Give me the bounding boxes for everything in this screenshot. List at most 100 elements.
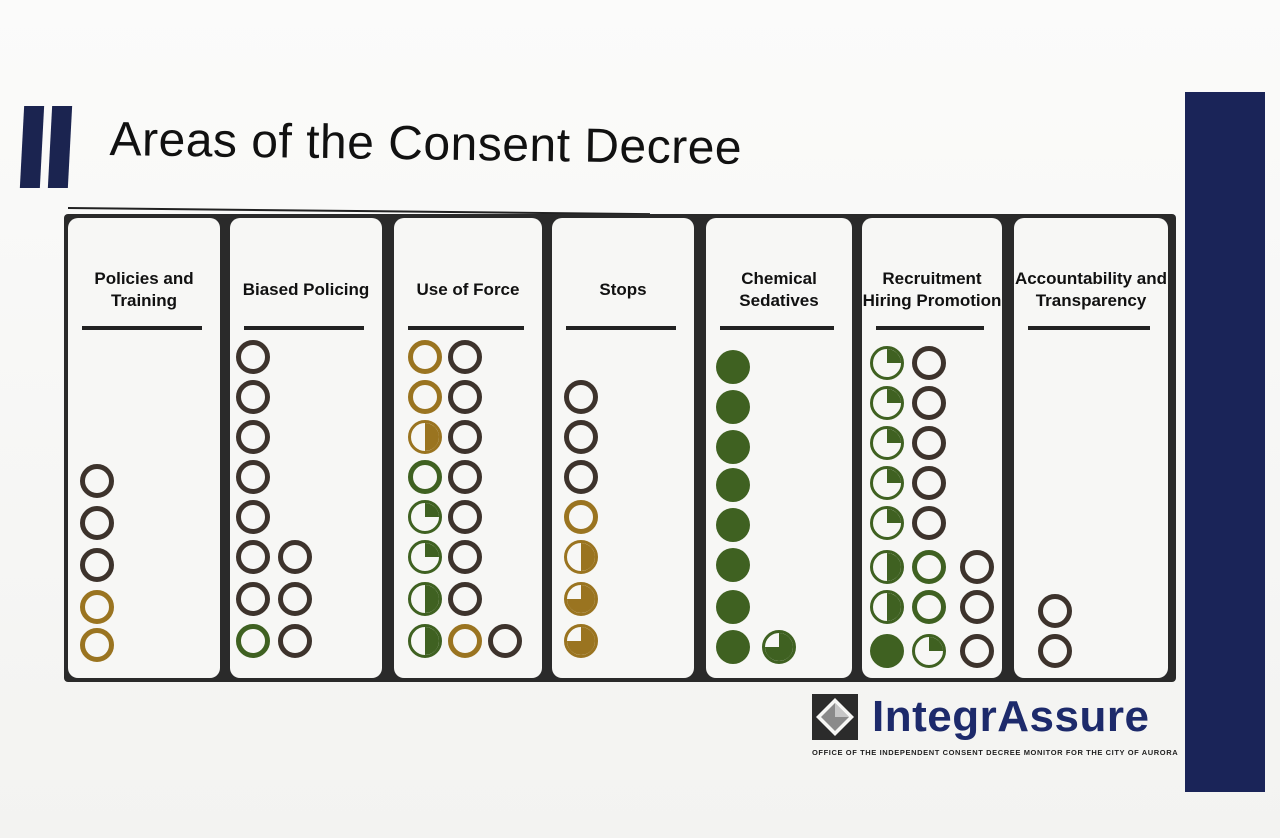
status-full-green-icon [716,508,750,542]
accent-bars-icon [19,106,73,188]
heading-rule [244,326,364,330]
status-ring-icon [236,420,270,454]
status-half-gold-icon [564,540,598,574]
heading-rule [82,326,202,330]
status-ring-icon [960,590,994,624]
status-ring-icon [912,386,946,420]
area-heading: Use of Force [416,280,520,299]
logo-tagline: OFFICE OF THE INDEPENDENT CONSENT DECREE… [812,748,1179,757]
area-column: Stops [552,218,694,678]
status-ring-gold-icon [408,340,442,374]
status-ring-gold-icon [448,624,482,658]
status-ring-gold-icon [80,590,114,624]
status-ring-icon [912,506,946,540]
status-half-green-icon [870,550,904,584]
status-ring-icon [960,634,994,668]
status-ring-gold-icon [408,380,442,414]
status-quarter-green-icon [912,634,946,668]
status-ring-icon [448,500,482,534]
area-column: Chemical Sedatives [706,218,852,678]
status-ring-icon [236,582,270,616]
diamond-logo-icon [812,694,858,740]
status-full-green-icon [716,468,750,502]
heading-rule [566,326,676,330]
status-quarter-green-icon [870,466,904,500]
status-half-green-icon [870,590,904,624]
status-ring-icon [1038,634,1072,668]
status-ring-icon [448,540,482,574]
status-ring-green-icon [408,460,442,494]
status-ring-green-icon [912,550,946,584]
status-quarter-green-icon [408,540,442,574]
status-half-gold-icon [408,420,442,454]
status-ring-gold-icon [80,628,114,662]
status-half-green-icon [408,582,442,616]
status-ring-icon [236,340,270,374]
status-quarter-green-icon [408,500,442,534]
status-three-quarter-green-icon [762,630,796,664]
status-quarter-green-icon [870,346,904,380]
status-ring-icon [448,380,482,414]
area-heading: Accountability and Transparency [1014,269,1168,310]
status-quarter-green-icon [870,426,904,460]
status-ring-icon [236,540,270,574]
status-ring-icon [912,466,946,500]
status-full-green-icon [716,590,750,624]
area-column: Recruitment Hiring Promotion [862,218,1002,678]
status-ring-icon [1038,594,1072,628]
status-three-quarter-gold-icon [564,624,598,658]
status-ring-icon [236,380,270,414]
status-ring-icon [564,460,598,494]
status-ring-gold-icon [564,500,598,534]
area-heading: Stops [599,280,647,299]
status-ring-icon [960,550,994,584]
status-full-green-icon [716,630,750,664]
status-ring-icon [448,582,482,616]
side-band [1185,92,1265,792]
decree-board: Policies and Training Biased Policing Use … [64,214,1176,682]
status-ring-icon [278,540,312,574]
heading-rule [1028,326,1150,330]
status-ring-icon [278,582,312,616]
status-full-green-icon [870,634,904,668]
heading-rule [408,326,524,330]
status-ring-icon [236,460,270,494]
status-ring-icon [912,346,946,380]
status-ring-icon [80,464,114,498]
area-column: Use of Force [394,218,542,678]
area-column: Biased Policing [230,218,382,678]
heading-rule [876,326,984,330]
status-full-green-icon [716,350,750,384]
area-column: Policies and Training [68,218,220,678]
integrassure-logo: IntegrAssure OFFICE OF THE INDEPENDENT C… [812,692,1192,764]
status-full-green-icon [716,390,750,424]
heading-rule [720,326,834,330]
status-ring-icon [488,624,522,658]
status-quarter-green-icon [870,386,904,420]
status-ring-icon [564,420,598,454]
status-half-green-icon [408,624,442,658]
status-full-green-icon [716,430,750,464]
status-ring-icon [912,426,946,460]
status-ring-icon [564,380,598,414]
area-heading: Biased Policing [242,280,370,299]
area-heading: Recruitment Hiring Promotion [862,269,1002,310]
status-ring-icon [448,420,482,454]
area-heading: Chemical Sedatives [739,269,819,310]
area-heading: Policies and Training [94,269,194,310]
status-ring-icon [80,506,114,540]
status-ring-green-icon [236,624,270,658]
status-ring-icon [278,624,312,658]
status-ring-icon [80,548,114,582]
status-full-green-icon [716,548,750,582]
status-ring-icon [448,460,482,494]
slide-title: Areas of the Consent Decree [109,112,743,175]
status-ring-icon [448,340,482,374]
logo-name: IntegrAssure [872,692,1150,741]
status-ring-icon [236,500,270,534]
status-three-quarter-gold-icon [564,582,598,616]
area-column: Accountability and Transparency [1014,218,1168,678]
status-ring-green-icon [912,590,946,624]
status-quarter-green-icon [870,506,904,540]
